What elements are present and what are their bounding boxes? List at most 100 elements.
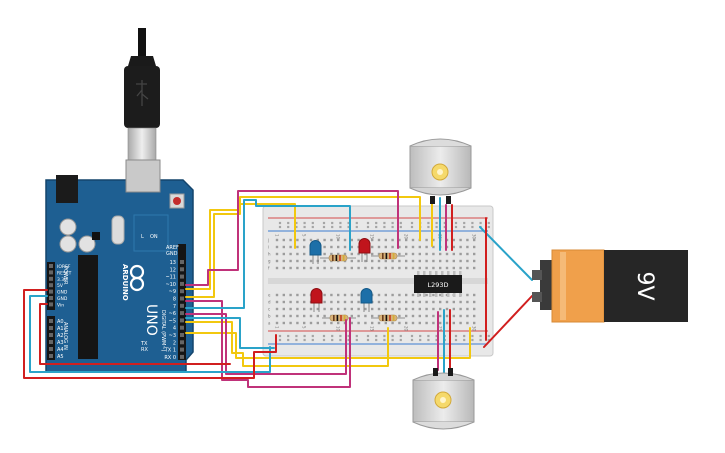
breadboard-hole[interactable] bbox=[439, 293, 442, 297]
power-pin-socket[interactable] bbox=[49, 289, 53, 294]
breadboard-hole[interactable] bbox=[282, 293, 285, 297]
breadboard-hole[interactable] bbox=[350, 238, 353, 242]
breadboard-hole[interactable] bbox=[466, 307, 469, 311]
breadboard-hole[interactable] bbox=[289, 252, 292, 256]
breadboard-hole[interactable] bbox=[371, 266, 374, 270]
rail-hole[interactable] bbox=[427, 338, 430, 342]
rail-hole[interactable] bbox=[303, 221, 306, 225]
breadboard-hole[interactable] bbox=[384, 238, 387, 242]
breadboard-hole[interactable] bbox=[323, 300, 326, 304]
rail-hole[interactable] bbox=[355, 334, 358, 338]
breadboard-hole[interactable] bbox=[439, 252, 442, 256]
rail-hole[interactable] bbox=[479, 334, 482, 338]
breadboard-hole[interactable] bbox=[411, 259, 415, 263]
breadboard-hole[interactable] bbox=[330, 307, 333, 311]
breadboard-hole[interactable] bbox=[323, 266, 326, 270]
rail-hole[interactable] bbox=[355, 338, 358, 342]
breadboard-hole[interactable] bbox=[303, 245, 306, 249]
digital-pin-socket[interactable] bbox=[180, 354, 184, 359]
breadboard-hole[interactable] bbox=[405, 314, 408, 318]
breadboard-hole[interactable] bbox=[309, 238, 313, 242]
breadboard-hole[interactable] bbox=[391, 293, 394, 297]
power-pin-socket[interactable] bbox=[49, 264, 53, 268]
rail-hole[interactable] bbox=[278, 221, 282, 225]
breadboard-hole[interactable] bbox=[405, 307, 408, 311]
breadboard-hole[interactable] bbox=[418, 300, 421, 304]
breadboard-hole[interactable] bbox=[439, 321, 442, 325]
rail-hole[interactable] bbox=[427, 334, 430, 338]
rail-hole[interactable] bbox=[278, 225, 282, 229]
rail-hole[interactable] bbox=[463, 338, 466, 342]
breadboard-hole[interactable] bbox=[377, 238, 381, 242]
breadboard-hole[interactable] bbox=[337, 252, 340, 256]
rail-hole[interactable] bbox=[471, 225, 474, 229]
breadboard-hole[interactable] bbox=[364, 314, 367, 318]
breadboard-hole[interactable] bbox=[439, 314, 442, 318]
rail-hole[interactable] bbox=[391, 334, 394, 338]
breadboard-hole[interactable] bbox=[309, 307, 313, 311]
rail-hole[interactable] bbox=[383, 225, 386, 229]
wire-red-1[interactable] bbox=[23, 289, 277, 379]
breadboard-hole[interactable] bbox=[439, 266, 442, 270]
rail-hole[interactable] bbox=[435, 221, 438, 225]
breadboard-hole[interactable] bbox=[330, 300, 333, 304]
breadboard-hole[interactable] bbox=[473, 245, 476, 249]
breadboard-hole[interactable] bbox=[411, 307, 415, 311]
breadboard-hole[interactable] bbox=[330, 321, 333, 325]
breadboard-hole[interactable] bbox=[384, 307, 387, 311]
breadboard-hole[interactable] bbox=[343, 238, 347, 242]
breadboard-hole[interactable] bbox=[323, 245, 326, 249]
breadboard-hole[interactable] bbox=[316, 314, 319, 318]
breadboard-hole[interactable] bbox=[445, 321, 449, 325]
breadboard-hole[interactable] bbox=[466, 259, 469, 263]
rail-hole[interactable] bbox=[322, 338, 326, 342]
breadboard-hole[interactable] bbox=[459, 314, 462, 318]
breadboard-hole[interactable] bbox=[411, 321, 415, 325]
breadboard-hole[interactable] bbox=[405, 293, 408, 297]
breadboard-hole[interactable] bbox=[303, 300, 306, 304]
breadboard-hole[interactable] bbox=[466, 245, 469, 249]
breadboard-hole[interactable] bbox=[405, 266, 408, 270]
rail-hole[interactable] bbox=[311, 338, 314, 342]
breadboard-hole[interactable] bbox=[473, 307, 476, 311]
breadboard-hole[interactable] bbox=[405, 238, 408, 242]
breadboard-hole[interactable] bbox=[296, 293, 299, 297]
breadboard-hole[interactable] bbox=[425, 259, 428, 263]
breadboard-hole[interactable] bbox=[418, 266, 421, 270]
digital-pin-socket[interactable] bbox=[180, 303, 184, 308]
rail-hole[interactable] bbox=[331, 334, 334, 338]
breadboard-hole[interactable] bbox=[391, 307, 394, 311]
breadboard-hole[interactable] bbox=[384, 245, 387, 249]
breadboard-hole[interactable] bbox=[275, 300, 279, 304]
breadboard-hole[interactable] bbox=[371, 252, 374, 256]
dc-motor-top[interactable] bbox=[409, 138, 472, 204]
breadboard-hole[interactable] bbox=[296, 238, 299, 242]
breadboard-hole[interactable] bbox=[282, 314, 285, 318]
digital-pin-socket[interactable] bbox=[180, 340, 184, 345]
breadboard-hole[interactable] bbox=[445, 252, 449, 256]
breadboard-hole[interactable] bbox=[275, 238, 279, 242]
led-red-bottom[interactable] bbox=[310, 288, 323, 313]
rail-hole[interactable] bbox=[391, 338, 394, 342]
breadboard-hole[interactable] bbox=[330, 266, 333, 270]
breadboard-hole[interactable] bbox=[330, 252, 333, 256]
rail-hole[interactable] bbox=[375, 334, 378, 338]
breadboard-hole[interactable] bbox=[303, 293, 306, 297]
breadboard-hole[interactable] bbox=[275, 245, 279, 249]
breadboard-hole[interactable] bbox=[445, 300, 449, 304]
breadboard-hole[interactable] bbox=[452, 266, 455, 270]
rail-hole[interactable] bbox=[443, 221, 446, 225]
digital-pin-socket[interactable] bbox=[180, 281, 184, 286]
wire-blue-6[interactable] bbox=[479, 226, 533, 281]
rail-hole[interactable] bbox=[399, 221, 402, 225]
breadboard-hole[interactable] bbox=[303, 259, 306, 263]
breadboard-hole[interactable] bbox=[343, 245, 347, 249]
breadboard-hole[interactable] bbox=[445, 259, 449, 263]
breadboard-hole[interactable] bbox=[364, 252, 367, 256]
wire-yellow-2[interactable] bbox=[185, 203, 296, 298]
breadboard-hole[interactable] bbox=[337, 321, 340, 325]
rail-hole[interactable] bbox=[287, 221, 290, 225]
breadboard-hole[interactable] bbox=[466, 314, 469, 318]
led-blue-bottom[interactable] bbox=[360, 288, 373, 313]
breadboard-hole[interactable] bbox=[350, 266, 353, 270]
